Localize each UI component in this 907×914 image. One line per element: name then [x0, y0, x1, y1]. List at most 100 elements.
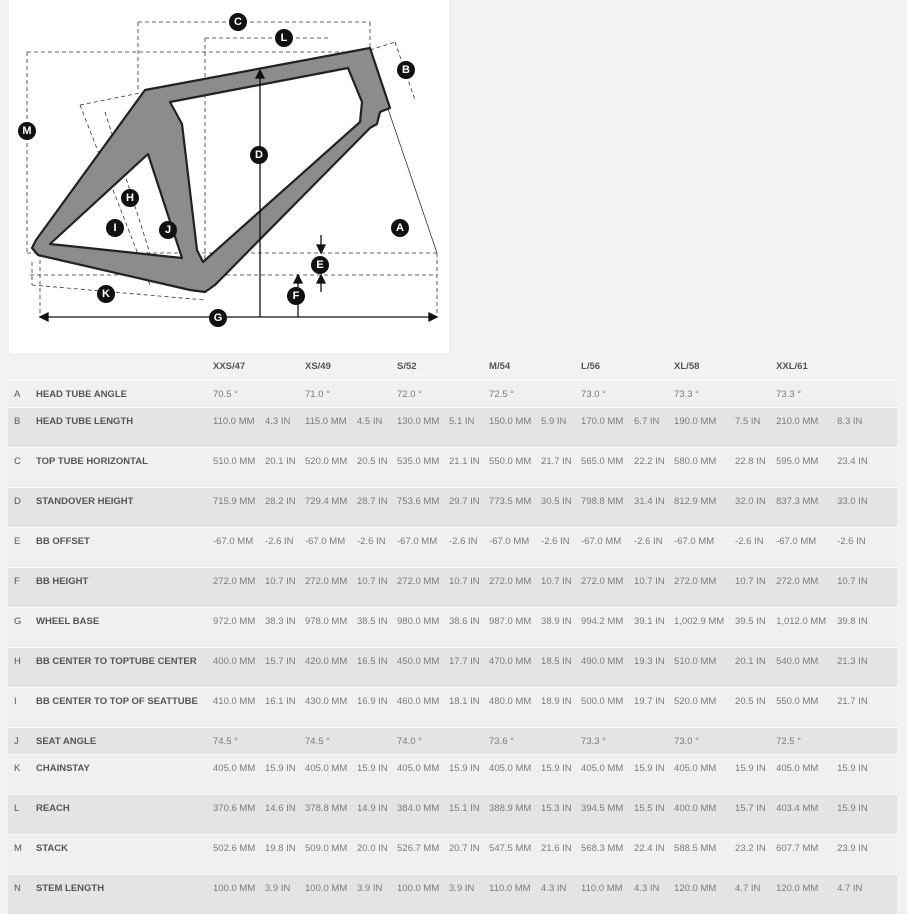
mm-value: 509.0 MM — [305, 835, 357, 875]
mm-value: 798.8 MM — [581, 488, 634, 528]
mm-value: 502.6 MM — [213, 835, 265, 875]
mm-value: 607.7 MM — [776, 835, 837, 875]
angle-value: 73.0 ° — [581, 381, 674, 408]
mm-value: 272.0 MM — [674, 568, 735, 608]
in-value: -2.6 IN — [735, 528, 776, 568]
label-f: F — [287, 287, 305, 305]
size-header: XXL/61 — [776, 357, 897, 381]
in-value: 22.8 IN — [735, 448, 776, 488]
label-c: C — [229, 13, 247, 31]
mm-value: 450.0 MM — [397, 648, 449, 688]
mm-value: 120.0 MM — [776, 875, 837, 914]
mm-value: 430.0 MM — [305, 688, 357, 728]
row-letter: N — [8, 875, 36, 914]
row-name: WHEEL BASE — [36, 608, 213, 648]
in-value: 10.7 IN — [357, 568, 397, 608]
in-value: 15.9 IN — [541, 755, 581, 795]
svg-text:D: D — [255, 149, 263, 161]
in-value: 4.3 IN — [634, 875, 674, 914]
in-value: 14.9 IN — [357, 795, 397, 835]
mm-value: 272.0 MM — [581, 568, 634, 608]
label-g: G — [209, 309, 227, 327]
in-value: 21.6 IN — [541, 835, 581, 875]
in-value: 38.6 IN — [449, 608, 489, 648]
mm-value: 100.0 MM — [213, 875, 265, 914]
mm-value: 994.2 MM — [581, 608, 634, 648]
in-value: 15.1 IN — [449, 795, 489, 835]
in-value: 19.3 IN — [634, 648, 674, 688]
label-m: M — [18, 122, 36, 140]
in-value: 4.5 IN — [357, 408, 397, 448]
mm-value: -67.0 MM — [581, 528, 634, 568]
in-value: 5.9 IN — [541, 408, 581, 448]
mm-value: 384.0 MM — [397, 795, 449, 835]
in-value: 18.1 IN — [449, 688, 489, 728]
mm-value: 272.0 MM — [776, 568, 837, 608]
in-value: 3.9 IN — [265, 875, 305, 914]
in-value: 6.7 IN — [634, 408, 674, 448]
size-header: S/52 — [397, 357, 489, 381]
svg-text:J: J — [165, 224, 171, 236]
size-header: XS/49 — [305, 357, 397, 381]
in-value: 4.3 IN — [541, 875, 581, 914]
row-letter: E — [8, 528, 36, 568]
mm-value: 987.0 MM — [489, 608, 541, 648]
mm-value: 812.9 MM — [674, 488, 735, 528]
row-letter: J — [8, 728, 36, 755]
in-value: 10.7 IN — [735, 568, 776, 608]
in-value: 7.5 IN — [735, 408, 776, 448]
in-value: 38.9 IN — [541, 608, 581, 648]
mm-value: 729.4 MM — [305, 488, 357, 528]
mm-value: 405.0 MM — [776, 755, 837, 795]
mm-value: 540.0 MM — [776, 648, 837, 688]
mm-value: 272.0 MM — [397, 568, 449, 608]
svg-text:I: I — [113, 222, 116, 234]
mm-value: 565.0 MM — [581, 448, 634, 488]
mm-value: 405.0 MM — [489, 755, 541, 795]
row-name: CHAINSTAY — [36, 755, 213, 795]
in-value: 15.9 IN — [449, 755, 489, 795]
in-value: 39.8 IN — [837, 608, 897, 648]
mm-value: 272.0 MM — [213, 568, 265, 608]
mm-value: 150.0 MM — [489, 408, 541, 448]
in-value: 22.2 IN — [634, 448, 674, 488]
mm-value: 403.4 MM — [776, 795, 837, 835]
label-h: H — [121, 189, 139, 207]
angle-value: 72.5 ° — [776, 728, 897, 755]
row-name: BB OFFSET — [36, 528, 213, 568]
in-value: 32.0 IN — [735, 488, 776, 528]
mm-value: 405.0 MM — [397, 755, 449, 795]
in-value: 38.3 IN — [265, 608, 305, 648]
row-name: HEAD TUBE LENGTH — [36, 408, 213, 448]
mm-value: 972.0 MM — [213, 608, 265, 648]
angle-value: 73.3 ° — [581, 728, 674, 755]
mm-value: 170.0 MM — [581, 408, 634, 448]
row-letter: D — [8, 488, 36, 528]
label-e: E — [311, 256, 329, 274]
mm-value: 405.0 MM — [305, 755, 357, 795]
mm-value: 405.0 MM — [213, 755, 265, 795]
in-value: 8.3 IN — [837, 408, 897, 448]
in-value: 15.7 IN — [265, 648, 305, 688]
angle-value: 74.0 ° — [397, 728, 489, 755]
row-name: TOP TUBE HORIZONTAL — [36, 448, 213, 488]
in-value: 21.7 IN — [541, 448, 581, 488]
mm-value: 535.0 MM — [397, 448, 449, 488]
mm-value: 420.0 MM — [305, 648, 357, 688]
in-value: 20.7 IN — [449, 835, 489, 875]
in-value: 38.5 IN — [357, 608, 397, 648]
mm-value: 272.0 MM — [489, 568, 541, 608]
angle-value: 72.5 ° — [489, 381, 581, 408]
in-value: 31.4 IN — [634, 488, 674, 528]
mm-value: 837.3 MM — [776, 488, 837, 528]
in-value: 21.3 IN — [837, 648, 897, 688]
mm-value: 980.0 MM — [397, 608, 449, 648]
angle-value: 73.6 ° — [489, 728, 581, 755]
svg-text:H: H — [126, 192, 134, 204]
mm-value: 480.0 MM — [489, 688, 541, 728]
